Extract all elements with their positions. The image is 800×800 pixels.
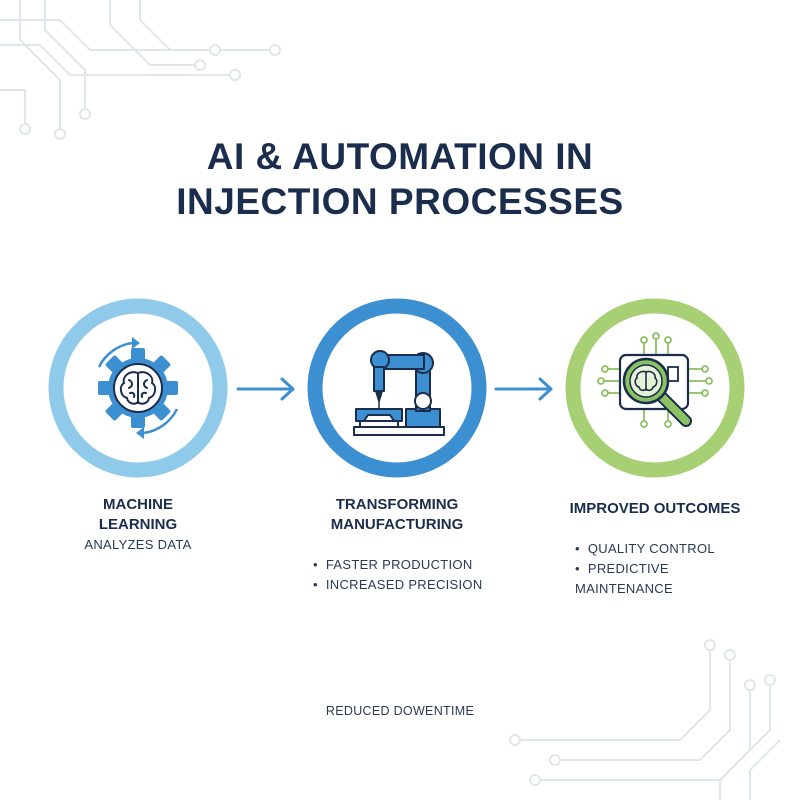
step-3-bullet-list: QUALITY CONTROL PREDICTIVE MAINTENANCE	[575, 539, 755, 599]
step-3-heading-line-1: IMPROVED OUTCOMES	[569, 500, 741, 517]
flow-arrow-2	[494, 377, 553, 401]
title-line-1: AI & AUTOMATION IN	[206, 136, 594, 177]
magnifier-chip-icon	[597, 332, 713, 428]
title-line-2: INJECTION PROCESSES	[176, 181, 624, 222]
circuit-decoration-top-left	[0, 0, 281, 140]
step-1-heading: MACHINE LEARNING	[38, 495, 238, 535]
gear-brain-icon	[97, 337, 179, 439]
footer-note: REDUCED DOWENTIME	[325, 704, 475, 718]
step-1-heading-line-1: MACHINE	[103, 496, 173, 513]
step-2-bullet-list: FASTER PRODUCTION INCREASED PRECISION	[313, 555, 497, 595]
step-2-heading-line-2: MANUFACTURING	[330, 516, 464, 533]
step-2-heading: TRANSFORMING MANUFACTURING	[297, 495, 497, 535]
step-3-text: IMPROVED OUTCOMES QUALITY CONTROL PREDIC…	[555, 499, 755, 599]
step-1-circle	[48, 298, 228, 478]
flow-arrow-1	[236, 377, 295, 401]
step-3-bullet-1: QUALITY CONTROL	[575, 539, 755, 559]
step-1-subtitle: ANALYZES DATA	[84, 537, 192, 552]
step-2-text: TRANSFORMING MANUFACTURING FASTER PRODUC…	[297, 495, 497, 595]
page-title: AI & AUTOMATION IN INJECTION PROCESSES	[0, 134, 800, 224]
step-2-circle	[307, 298, 487, 478]
circuit-decoration-bottom-right	[509, 639, 781, 800]
step-1-heading-line-2: LEARNING	[98, 516, 178, 533]
step-2-bullet-1: FASTER PRODUCTION	[313, 555, 497, 575]
step-3-circle	[565, 298, 745, 478]
step-3-heading: IMPROVED OUTCOMES	[555, 499, 755, 519]
step-2-bullet-2: INCREASED PRECISION	[313, 575, 497, 595]
step-1-text: MACHINE LEARNING ANALYZES DATA	[38, 495, 238, 552]
step-2-heading-line-1: TRANSFORMING	[335, 496, 459, 513]
robotic-arm-icon	[353, 350, 445, 436]
step-3-bullet-2: PREDICTIVE MAINTENANCE	[575, 559, 755, 599]
